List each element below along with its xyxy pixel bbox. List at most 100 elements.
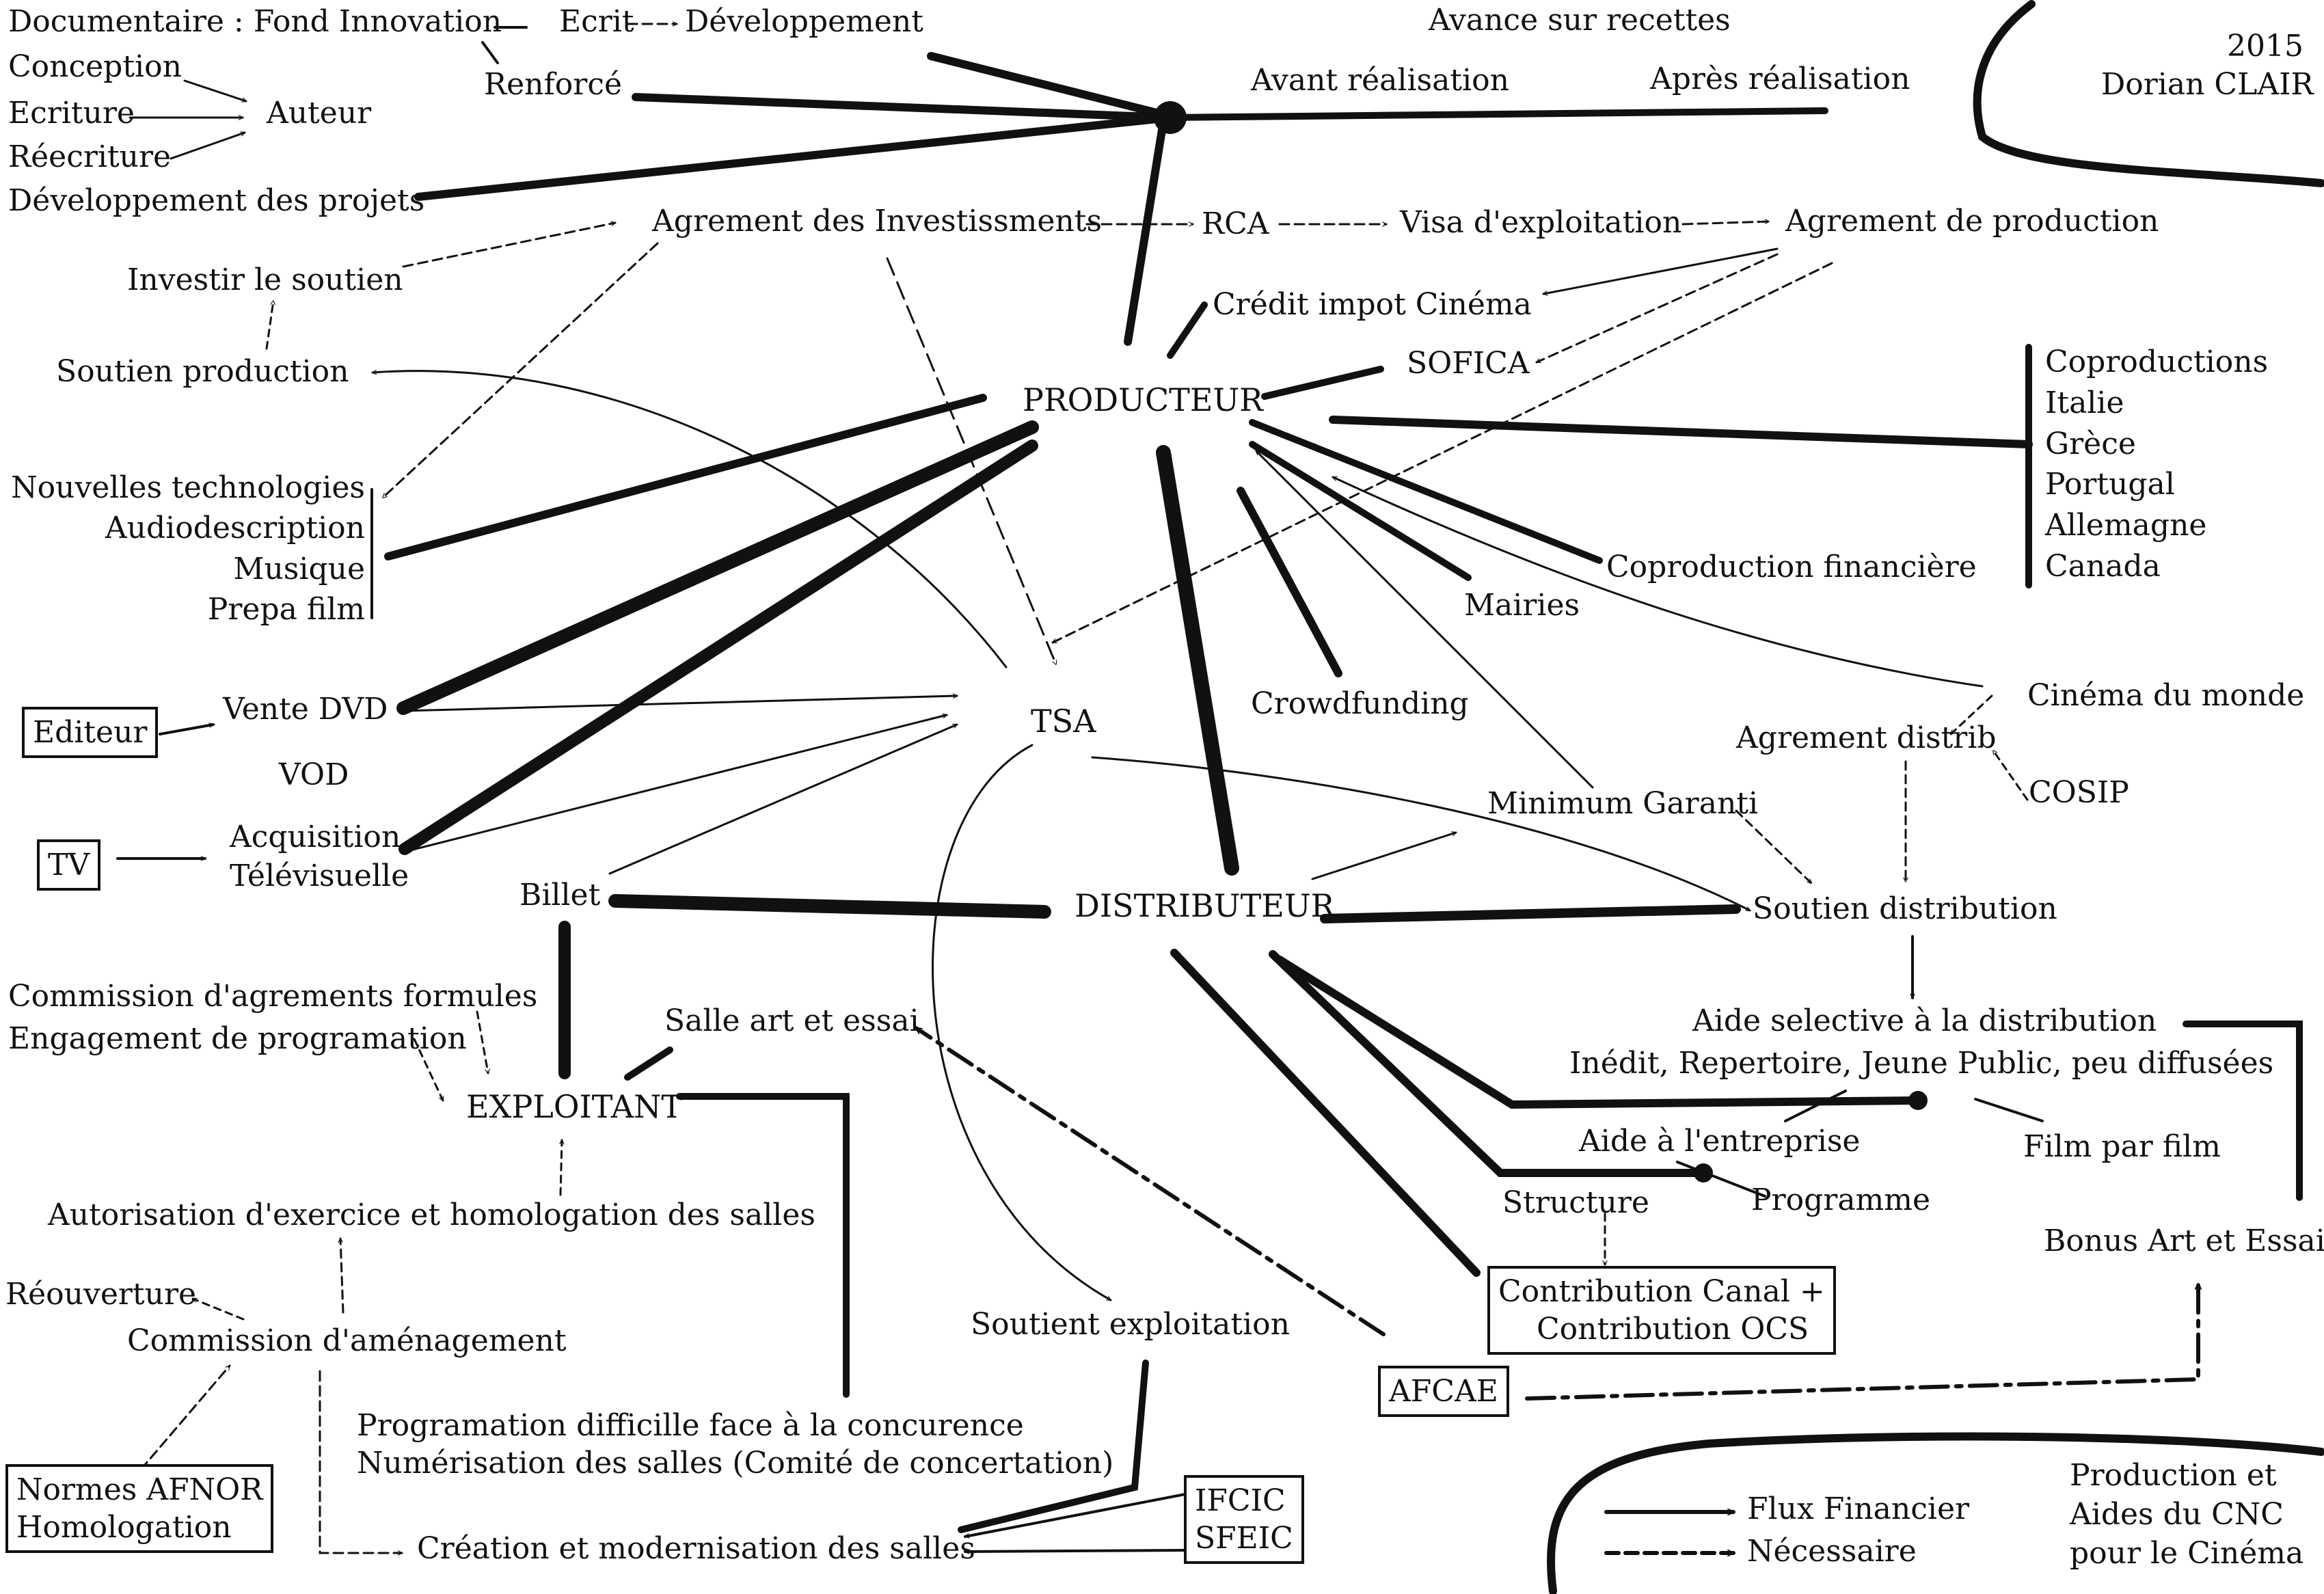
- arrow-editeur-vente: [159, 725, 215, 735]
- node-ecriture: Ecriture: [8, 96, 135, 131]
- node-crowdfunding: Crowdfunding: [1251, 686, 1469, 721]
- arrow-agrementprod-sofica: [1537, 253, 1779, 364]
- node-salle-art: Salle art et essai: [664, 1003, 919, 1038]
- node-commission-amenagement: Commission d'aménagement: [127, 1323, 567, 1358]
- line-avance-hub: [1167, 107, 1828, 121]
- node-contribution: Contribution Canal + Contribution OCS: [1487, 1266, 1836, 1355]
- node-commission-agrements: Commission d'agrements formules: [8, 979, 538, 1014]
- arrow-structure-distributeur: [1269, 950, 1707, 1177]
- left-list-item: Nouvelles technologies: [11, 470, 365, 505]
- node-developpement-projets: Développement des projets: [8, 183, 425, 218]
- arrow-soutiendistrib-distributeur: [1320, 904, 1741, 923]
- node-exploitant: EXPLOITANT: [466, 1088, 683, 1125]
- coproductions-item: Portugal: [2045, 467, 2175, 502]
- arrow-soutient-creation: [958, 1360, 1149, 1533]
- node-programme: Programme: [1751, 1183, 1931, 1217]
- arrow-vente-tsa: [403, 696, 958, 712]
- node-ifcic: IFCIC SFEIC: [1184, 1475, 1304, 1564]
- arrow-distributeur-producteur: [1156, 445, 1239, 876]
- node-soutient-exploitation: Soutient exploitation: [971, 1307, 1290, 1342]
- node-programation: Programation difficille face à la concur…: [357, 1408, 1114, 1481]
- node-aide-selective: Aide selective à la distribution: [1692, 1003, 2157, 1038]
- arrow-salleart-exploitant: [624, 1046, 673, 1081]
- arrow-hub-producteur: [1124, 126, 1166, 346]
- left-list: Nouvelles technologies Audiodescription …: [11, 468, 365, 630]
- node-avant: Avant réalisation: [1251, 63, 1509, 98]
- node-billet: Billet: [519, 878, 601, 913]
- arrow-contribution-distributeur: [1170, 949, 1481, 1277]
- arrow-mg-producteur: [1255, 450, 1594, 789]
- arrow-engagement-exploitant: [413, 1038, 444, 1100]
- arrow-credit-producteur: [1167, 301, 1208, 359]
- arrow-commission-autorisation: [340, 1237, 344, 1314]
- node-bonus: Bonus Art et Essai: [2044, 1224, 2324, 1258]
- node-documentaire: Documentaire : Fond Innovation: [8, 4, 502, 39]
- author-label: Dorian CLAIR: [2101, 67, 2314, 102]
- node-sofica: SOFICA: [1407, 346, 1530, 381]
- node-visa: Visa d'exploitation: [1400, 205, 1682, 240]
- line-devproj-hub: [414, 113, 1174, 201]
- arrow-programation-exploitant: [676, 1093, 850, 1398]
- node-mairies: Mairies: [1464, 588, 1580, 623]
- line-dev-hub: [927, 52, 1174, 120]
- arrow-tsa-soutiendistrib: [1091, 756, 1750, 912]
- legend-title: Production et Aides du CNC pour le Ciném…: [2070, 1458, 2304, 1571]
- line-aide-entreprise: [1784, 1090, 1847, 1122]
- node-apres: Après réalisation: [1650, 62, 1910, 96]
- arrow-acquisition-tsa: [403, 715, 947, 853]
- node-tv: TV: [37, 839, 101, 891]
- arrow-billet-tsa: [608, 723, 957, 875]
- hub-node: [1154, 101, 1187, 134]
- node-rca: RCA: [1202, 206, 1269, 241]
- node-agrement-production: Agrement de production: [1785, 204, 2159, 239]
- arrow-tsa-soutientexploit: [932, 744, 1111, 1301]
- node-vente-dvd: Vente DVD: [223, 692, 388, 727]
- legend-necessaire-label: Nécessaire: [1747, 1534, 1917, 1569]
- node-inedit: Inédit, Repertoire, Jeune Public, peu di…: [1569, 1046, 2274, 1081]
- arrow-afcae-salleart: [914, 1026, 1386, 1336]
- arrow-reecriture-auteur: [170, 133, 245, 160]
- node-minimum-garanti: Minimum Garanti: [1487, 786, 1759, 821]
- arrow-acquisition-producteur: [398, 440, 1038, 855]
- node-credit-impot: Crédit impot Cinéma: [1213, 287, 1532, 322]
- arrow-copfin-producteur: [1249, 419, 1603, 564]
- arrow-agrement-nouvtech: [381, 242, 659, 499]
- node-acquisition: Acquisition Télévisuelle: [230, 820, 409, 894]
- node-afcae: AFCAE: [1378, 1366, 1509, 1417]
- arrow-mg-distrib: [1311, 833, 1456, 880]
- arrow-conception-auteur: [183, 79, 246, 101]
- arrow-sfeic-creation: [964, 1549, 1187, 1552]
- node-structure: Structure: [1502, 1185, 1649, 1220]
- node-vod: VOD: [279, 757, 349, 792]
- arrow-billet-distributeur: [608, 894, 1051, 919]
- node-auteur: Auteur: [267, 96, 372, 131]
- node-engagement: Engagement de programation: [8, 1021, 467, 1056]
- node-film-par-film: Film par film: [2023, 1129, 2221, 1164]
- node-cosip: COSIP: [2029, 775, 2129, 810]
- arrow-afcae-bonus: [1525, 1282, 2198, 1401]
- node-soutien-production: Soutien production: [56, 354, 349, 389]
- node-producteur: PRODUCTEUR: [1023, 381, 1263, 418]
- line-aide-filmparfilm: [1974, 1098, 2044, 1122]
- line-fond-renforce: [481, 41, 499, 64]
- node-editeur: Editeur: [22, 707, 159, 758]
- arrow-nouvtech-producteur: [384, 394, 987, 560]
- arrow-cosip-agrement: [1992, 751, 2029, 801]
- arrow-normes-commission: [139, 1364, 231, 1471]
- arrow-vente-producteur: [396, 420, 1039, 715]
- arrow-coproductions-producteur: [1329, 416, 2033, 448]
- arrow-bonus-aide: [2183, 1021, 2303, 1201]
- arrow-commission-creation: [319, 1370, 403, 1553]
- left-list-item: Audiodescription: [105, 511, 365, 546]
- coproductions-item: Canada: [2045, 549, 2161, 584]
- arrow-visa-agrementprod: [1681, 221, 1770, 226]
- line-entreprise-programme: [1676, 1161, 1766, 1198]
- node-investir-soutien: Investir le soutien: [127, 262, 403, 297]
- node-coproduction-financiere: Coproduction financière: [1606, 550, 1977, 584]
- arrow-aide-distributeur: [1275, 956, 1925, 1109]
- left-list-item: Musique: [233, 551, 365, 586]
- arrow-agrementprod-credit: [1542, 247, 1779, 294]
- coproductions-item: Allemagne: [2045, 508, 2207, 543]
